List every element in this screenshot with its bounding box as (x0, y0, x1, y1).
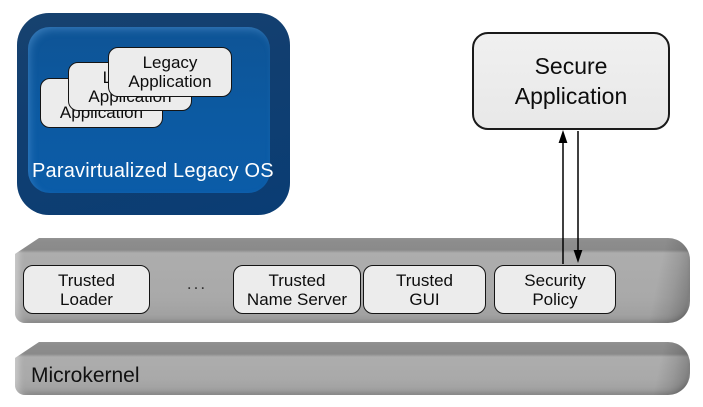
microkernel-label: Microkernel (31, 364, 140, 387)
trusted-gui-label-line2: GUI (409, 289, 440, 309)
trusted-loader-box: Trusted Loader (23, 265, 150, 314)
secure-application-label-line1: Secure (534, 53, 608, 79)
trusted-name-server-box: Trusted Name Server (233, 265, 361, 314)
ellipsis-label: ... (186, 274, 208, 293)
paravirtualized-legacy-os-box: Legacy Application Legacy Application Le… (17, 13, 290, 215)
legacy-application-box-front: Legacy Application (108, 47, 232, 97)
trusted-gui-label-line1: Trusted (395, 270, 453, 290)
secure-application-label-line2: Application (514, 83, 628, 109)
security-policy-label-line1: Security (524, 270, 586, 290)
trusted-gui-box: Trusted GUI (363, 265, 486, 314)
security-policy-box: Security Policy (494, 265, 616, 314)
trusted-loader-label-line1: Trusted (57, 270, 115, 290)
trusted-services-layer: Trusted Loader ... Trusted Name Server T… (15, 238, 690, 323)
microkernel-layer: Microkernel (15, 342, 690, 395)
trusted-name-server-label-line1: Trusted (268, 270, 326, 290)
legacy-os-label: Paravirtualized Legacy OS (32, 160, 274, 182)
legacy-application-label-line1: Legacy (142, 53, 198, 72)
secure-application-box: Secure Application (472, 32, 670, 130)
trusted-loader-label-line2: Loader (60, 289, 113, 309)
trusted-name-server-label-line2: Name Server (246, 289, 348, 309)
security-policy-label-line2: Policy (532, 289, 578, 309)
legacy-application-label-line2: Application (128, 72, 212, 91)
